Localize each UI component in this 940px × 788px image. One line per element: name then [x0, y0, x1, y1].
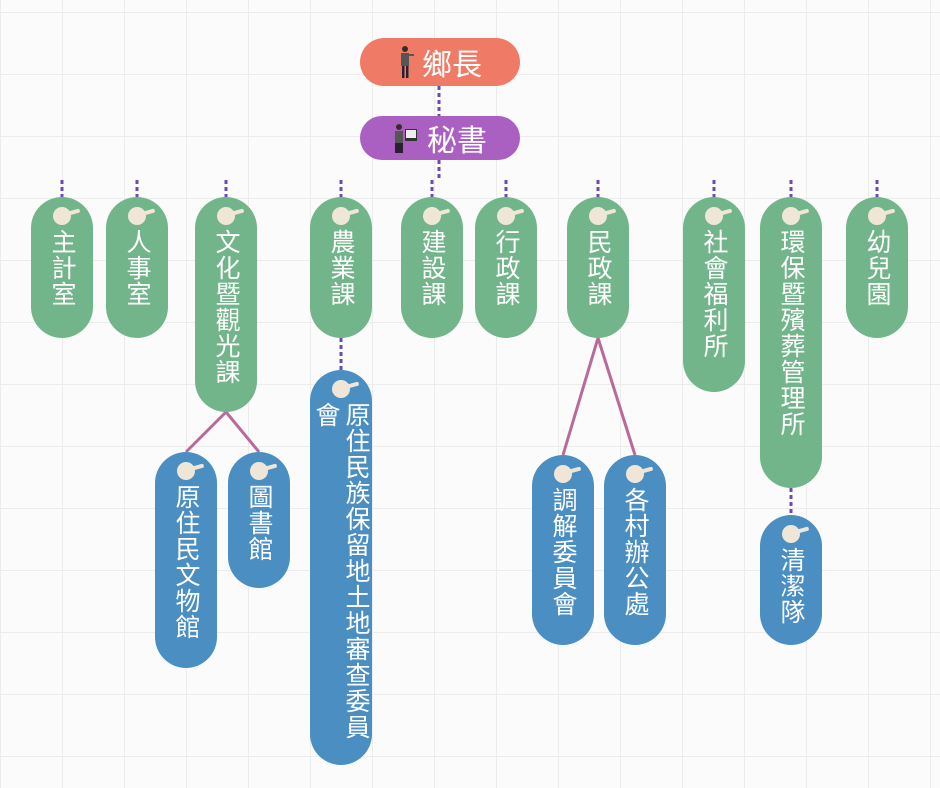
magnifier-icon	[53, 207, 71, 225]
subunit-label: 原住民族保留地土地審查委員會	[312, 401, 371, 740]
magnifier-icon	[868, 207, 886, 225]
magnifier-icon	[589, 207, 607, 225]
unit-label: 人事室	[123, 229, 152, 307]
secretary-node: 秘書	[360, 116, 520, 160]
subunit-node: 清潔隊	[760, 515, 822, 645]
unit-label: 農業課	[327, 229, 356, 307]
subunit-node: 調解委員會	[532, 455, 594, 645]
unit-node: 民政課	[567, 197, 629, 338]
unit-label: 建設課	[418, 229, 447, 307]
secretary-label: 秘書	[427, 124, 487, 159]
magnifier-icon	[554, 465, 572, 483]
person-at-board-icon	[395, 124, 417, 153]
magnifier-icon	[128, 207, 146, 225]
unit-node: 環保暨殯葬管理所	[760, 197, 822, 488]
subunit-label: 調解委員會	[549, 487, 578, 617]
connector-line	[184, 410, 228, 454]
subunit-label: 各村辦公處	[621, 487, 650, 617]
magnifier-icon	[705, 207, 723, 225]
unit-label: 文化暨觀光課	[212, 229, 241, 385]
head-node: 鄉長	[360, 38, 520, 86]
connector-line	[596, 337, 637, 456]
unit-node: 人事室	[106, 197, 168, 338]
magnifier-icon	[782, 525, 800, 543]
unit-node: 行政課	[475, 197, 537, 338]
unit-label: 民政課	[584, 229, 613, 307]
unit-node: 建設課	[401, 197, 463, 338]
unit-node: 文化暨觀光課	[195, 197, 257, 412]
magnifier-icon	[497, 207, 515, 225]
subunit-node: 原住民族保留地土地審查委員會	[310, 370, 372, 765]
magnifier-icon	[250, 462, 268, 480]
magnifier-icon	[217, 207, 235, 225]
unit-label: 主計室	[48, 229, 77, 307]
unit-label: 社會福利所	[700, 229, 729, 359]
magnifier-icon	[626, 465, 644, 483]
magnifier-icon	[782, 207, 800, 225]
subunit-label: 圖書館	[245, 484, 274, 562]
magnifier-icon	[332, 207, 350, 225]
subunit-node: 各村辦公處	[604, 455, 666, 645]
unit-node: 農業課	[310, 197, 372, 338]
subunit-node: 圖書館	[228, 452, 290, 588]
magnifier-icon	[332, 380, 350, 398]
person-presenting-icon	[401, 46, 414, 78]
unit-label: 幼兒園	[863, 229, 892, 307]
head-label: 鄉長	[422, 48, 482, 83]
subunit-label: 清潔隊	[777, 547, 806, 625]
unit-node: 主計室	[31, 197, 93, 338]
connector-line	[224, 411, 261, 453]
unit-node: 社會福利所	[683, 197, 745, 392]
connector-line	[561, 337, 600, 456]
subunit-node: 原住民文物館	[155, 452, 217, 668]
magnifier-icon	[423, 207, 441, 225]
subunit-label: 原住民文物館	[172, 484, 201, 640]
magnifier-icon	[177, 462, 195, 480]
unit-label: 環保暨殯葬管理所	[777, 229, 806, 437]
unit-node: 幼兒園	[846, 197, 908, 338]
unit-label: 行政課	[492, 229, 521, 307]
